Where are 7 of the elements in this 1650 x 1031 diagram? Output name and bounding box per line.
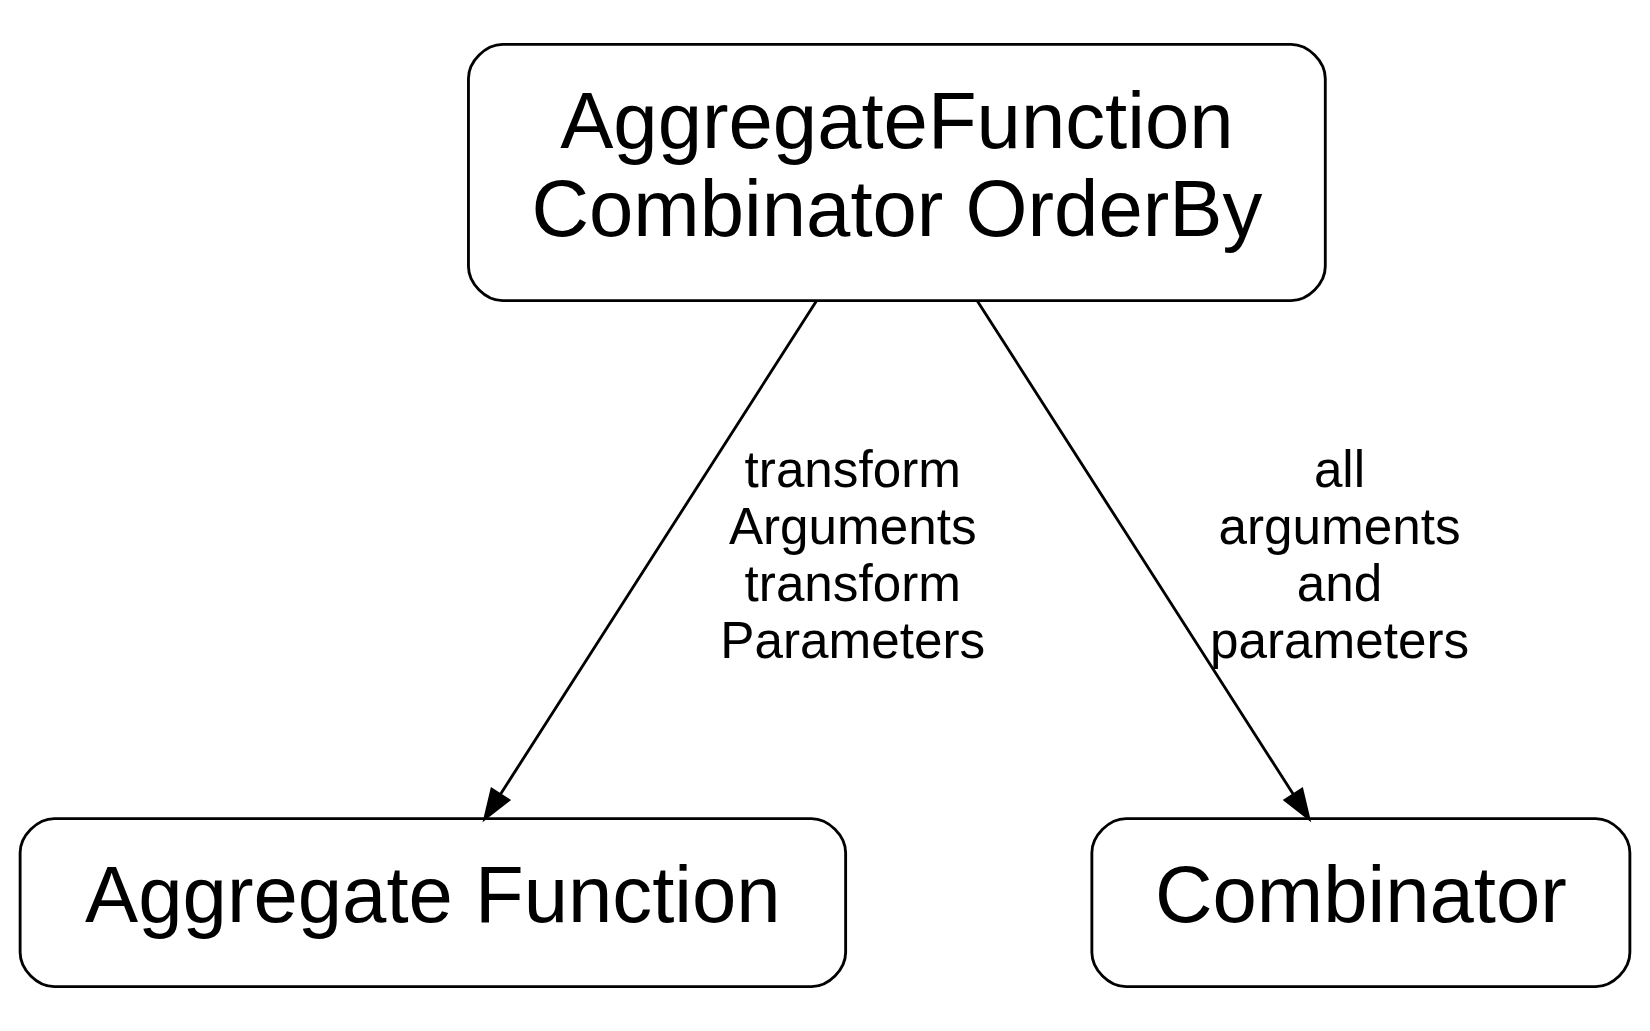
edge-label: all arguments and parameters bbox=[1210, 440, 1470, 669]
arrow bbox=[482, 299, 818, 823]
arrow bbox=[975, 299, 1312, 823]
node-box: AggregateFunction Combinator OrderBy bbox=[467, 42, 1327, 302]
node-box: Aggregate Function bbox=[18, 817, 848, 989]
node-box: Combinator bbox=[1090, 817, 1632, 989]
edge-label: transform Arguments transform Parameters bbox=[720, 440, 986, 669]
